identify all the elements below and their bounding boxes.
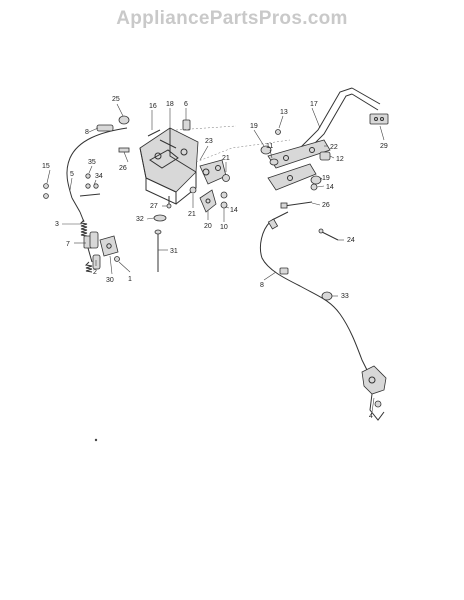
screw-27-head	[166, 203, 172, 209]
callout-2: 2	[93, 269, 97, 276]
callout-21-lower: 21	[188, 211, 196, 218]
callout-8-lower: 8	[260, 282, 264, 289]
cable-clamp	[96, 124, 114, 132]
nut-21a	[222, 174, 230, 182]
callout-20: 20	[204, 223, 212, 230]
callout-22: 22	[330, 144, 338, 151]
callout-30: 30	[106, 277, 114, 284]
callout-16: 16	[149, 103, 157, 110]
speck	[94, 438, 98, 442]
callout-31: 31	[170, 248, 178, 255]
part-25	[118, 115, 130, 125]
spacer-12	[319, 151, 331, 161]
leader-lines	[46, 103, 385, 413]
washer-19a	[260, 145, 272, 155]
part-6	[182, 119, 191, 131]
callout-33: 33	[341, 293, 349, 300]
cable-end-fitting	[89, 231, 101, 270]
callout-29: 29	[380, 143, 388, 150]
part-34	[85, 183, 91, 189]
washer-14b	[220, 191, 228, 199]
callout-35: 35	[88, 159, 96, 166]
lower-control-cable	[259, 211, 369, 373]
nut-14a	[310, 183, 318, 191]
bushing-19b	[310, 175, 322, 185]
nut-13	[275, 129, 281, 135]
callout-6: 6	[184, 101, 188, 108]
callout-26-left: 26	[119, 165, 127, 172]
end-fitting-4	[361, 365, 387, 421]
part-35	[85, 173, 91, 179]
callout-5: 5	[70, 171, 74, 178]
callout-19-upper: 19	[250, 123, 258, 130]
callout-15: 15	[42, 163, 50, 170]
callout-26-right: 26	[322, 202, 330, 209]
callout-1: 1	[128, 276, 132, 283]
watermark: AppliancePartsPros.com	[116, 8, 348, 29]
callout-11: 11	[266, 143, 273, 150]
callout-24: 24	[347, 237, 355, 244]
callout-13: 13	[280, 109, 288, 116]
part-34b	[93, 183, 99, 189]
nut-1	[114, 256, 120, 262]
washer-32	[153, 214, 167, 222]
nut-15b	[43, 193, 49, 199]
callout-21-upper: 21	[222, 155, 230, 162]
callout-labels: 25 16 18 6 8 23 19 13 17 29 22 11 12 15 …	[42, 96, 388, 420]
callout-14-right: 14	[326, 184, 334, 191]
nut-21b	[189, 186, 197, 194]
callout-23: 23	[205, 138, 213, 145]
callout-25: 25	[112, 96, 120, 103]
bolt-16	[147, 129, 161, 137]
callout-19-lower: 19	[322, 175, 330, 182]
callout-10: 10	[220, 224, 228, 231]
callout-8-upper: 8	[85, 129, 89, 136]
lower-lever	[267, 163, 317, 191]
callout-32: 32	[136, 216, 144, 223]
bracket-30	[99, 235, 119, 257]
callout-3: 3	[55, 221, 59, 228]
bolt-31	[154, 229, 162, 272]
callout-18: 18	[166, 101, 174, 108]
control-lever-17	[299, 87, 389, 153]
ring-11	[269, 158, 279, 166]
callout-27: 27	[150, 203, 158, 210]
lever-plate-23	[199, 159, 227, 185]
bracket-assembly-18	[139, 127, 199, 205]
callout-7: 7	[66, 241, 70, 248]
callout-34: 34	[95, 173, 103, 180]
pin-24	[318, 228, 339, 241]
callout-14-center: 14	[230, 207, 238, 214]
callout-4: 4	[369, 413, 373, 420]
rod-5	[79, 193, 101, 197]
washer-15	[43, 183, 49, 189]
callout-17: 17	[310, 101, 318, 108]
rod-26b	[280, 201, 313, 209]
clip-33	[321, 291, 333, 301]
alignment-line	[195, 139, 291, 163]
bracket-20	[199, 189, 217, 213]
callout-12: 12	[336, 156, 344, 163]
bolt-26a	[118, 147, 130, 153]
